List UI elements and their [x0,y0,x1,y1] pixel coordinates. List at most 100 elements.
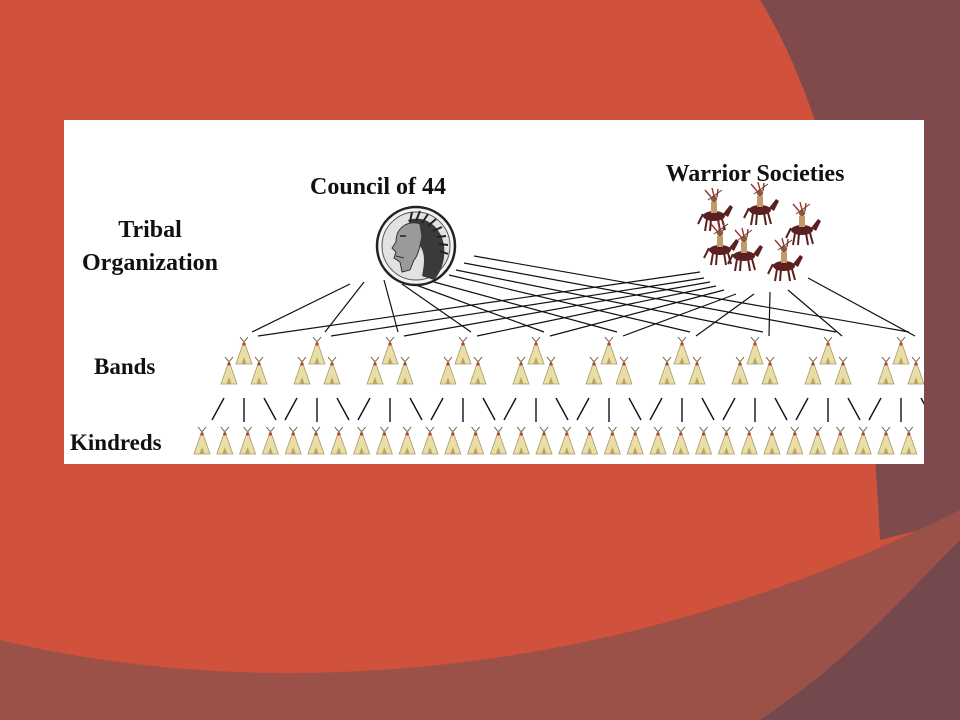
tipi-icon [454,336,472,365]
band-to-kindred-line [263,397,277,421]
band-to-kindred-line [847,397,861,421]
band-to-kindred-line [482,397,496,421]
tipi-icon [877,426,895,455]
band-to-kindred-line [336,397,350,421]
tipi-icon [261,426,279,455]
band-group [439,336,487,385]
tipi-icon [672,426,690,455]
chief-headdress-icon [391,210,449,280]
council-to-band-line [455,269,764,333]
tipi-icon [786,426,804,455]
tipi-icon [649,426,667,455]
warrior-to-band-line [403,281,711,337]
tipi-icon [527,336,545,365]
tipi-icon [900,426,918,455]
warrior-to-band-line [768,291,771,337]
band-to-kindred-line [701,397,715,421]
tipi-icon [250,356,268,385]
tipi-icon [892,336,910,365]
band-group [293,336,341,385]
band-to-kindred-line [722,397,736,421]
tipi-icon [626,426,644,455]
bands-row [220,336,924,385]
background-wave-bottom [0,510,960,720]
tipi-icon [603,426,621,455]
tipi-icon [854,426,872,455]
tipi-icon [542,356,560,385]
band-to-kindred-line [576,397,590,421]
warrior-to-band-line [695,293,755,337]
tipi-icon [284,426,302,455]
band-to-kindred-line [795,397,809,421]
band-to-kindred-line [211,397,225,421]
kindreds-row [193,426,918,455]
tipi-icon [366,356,384,385]
tipi-icon [731,356,749,385]
warrior-to-band-line [330,277,705,337]
tipi-icon [585,356,603,385]
council-to-band-line [463,262,837,333]
tipi-icon [600,336,618,365]
council-to-band-line [251,283,351,333]
tipi-icon [193,426,211,455]
tipi-icon [804,356,822,385]
tipi-icon [375,426,393,455]
tipi-icon [469,356,487,385]
band-to-kindred-line [774,397,788,421]
band-to-kindred-line [628,397,642,421]
tipi-icon [421,426,439,455]
council-to-band-line [415,284,545,333]
tipi-icon [615,356,633,385]
tipi-icon [489,426,507,455]
tipi-icon [235,336,253,365]
council-to-band-line [448,274,691,333]
tipi-icon [353,426,371,455]
tipi-icon [239,426,257,455]
tipi-icon [834,356,852,385]
connector-lines [251,255,916,337]
tipi-icon [763,426,781,455]
tipi-icon [323,356,341,385]
tipi-icon [907,356,924,385]
tipi-icon [717,426,735,455]
tribal-organization-label: Tribal Organization [82,217,218,276]
band-to-kindred-line [555,397,569,421]
tipi-icon [439,356,457,385]
bands-label: Bands [94,354,156,379]
band-group [804,336,852,385]
tipi-icon [746,336,764,365]
warrior-to-band-line [807,277,916,337]
band-group [585,336,633,385]
warrior-societies-label: Warrior Societies [665,161,845,187]
tipi-icon [695,426,713,455]
band-to-kindred-line [284,397,298,421]
tipi-icon [761,356,779,385]
kindreds-label: Kindreds [70,430,162,455]
council-to-band-line [383,279,399,333]
band-group [512,336,560,385]
tipi-icon [581,426,599,455]
council-label: Council of 44 [309,174,446,200]
council-to-band-line [401,283,472,333]
band-to-kindred-line [409,397,423,421]
band-group [220,336,268,385]
tipi-icon [809,426,827,455]
council-emblem [375,205,457,287]
tipi-icon [444,426,462,455]
tipi-icon [558,426,576,455]
band-to-kindred-line [649,397,663,421]
kindred-connector-lines [211,397,924,422]
band-to-kindred-line [357,397,371,421]
band-to-kindred-line [430,397,444,421]
tipi-icon [307,426,325,455]
diagram-panel: Tribal Organization Council of 44 Warrio… [64,120,924,464]
council-to-band-line [433,281,618,333]
tipi-icon [535,426,553,455]
band-group [877,336,924,385]
tipi-icon [512,426,530,455]
band-to-kindred-line [920,397,924,405]
council-to-band-line [473,255,910,333]
tipi-icon [831,426,849,455]
tipi-icon [216,426,234,455]
tipi-icon [658,356,676,385]
